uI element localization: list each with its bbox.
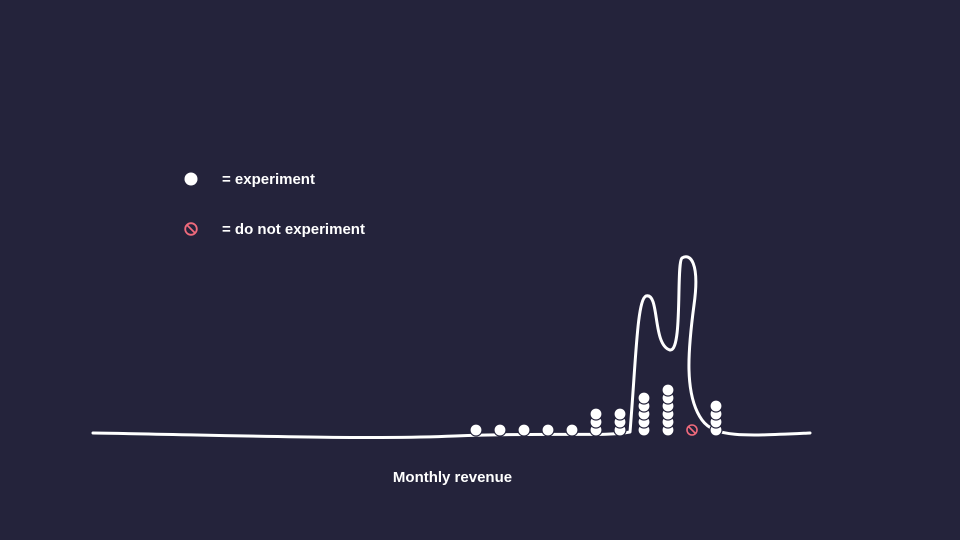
do-not-experiment-marker (686, 424, 698, 436)
experiment-dot (469, 423, 483, 437)
x-axis-label: Monthly revenue (392, 469, 513, 486)
experiment-dot (541, 423, 555, 437)
experiment-dot (517, 423, 531, 437)
filled-circle-icon (182, 170, 200, 188)
legend-label-experiment: = experiment (222, 170, 315, 188)
legend-label-do-not-experiment: = do not experiment (222, 220, 365, 238)
legend-item-do-not-experiment: = do not experiment (182, 220, 365, 238)
experiment-dot (565, 423, 579, 437)
experiment-dot (613, 407, 627, 421)
experiment-dot (661, 383, 675, 397)
distribution-curve (91, 255, 812, 439)
experiment-dot (709, 399, 723, 413)
prohibited-icon (182, 220, 200, 238)
dot-columns (469, 383, 723, 437)
experiment-dot (493, 423, 507, 437)
legend-item-experiment: = experiment (182, 170, 315, 188)
experiment-dot (589, 407, 603, 421)
experiment-dot (637, 391, 651, 405)
